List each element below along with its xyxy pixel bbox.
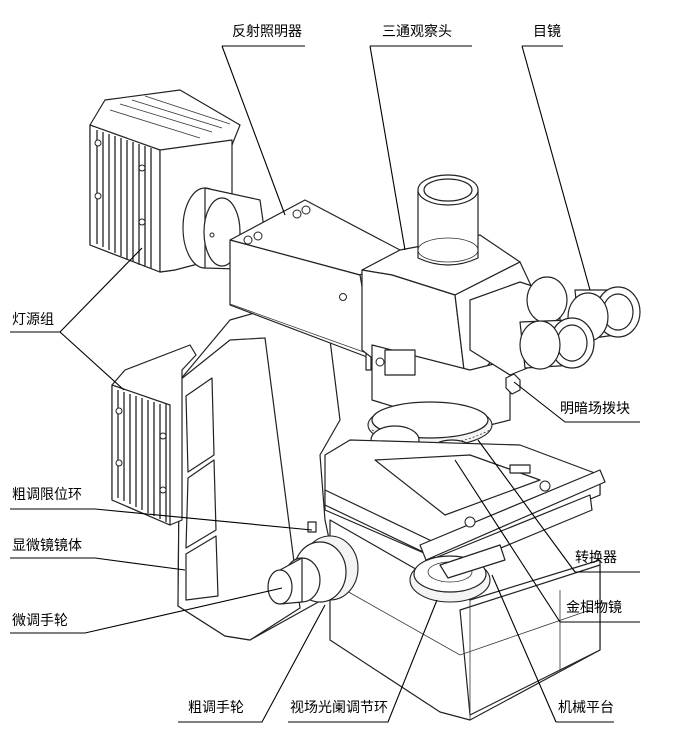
reflected-illuminator-box [229, 199, 401, 371]
label-trinocular-head: 三通观察头 [382, 24, 452, 40]
eyepieces [469, 276, 641, 376]
focus-knobs [267, 521, 359, 605]
label-metallurgical-objective: 金相物镜 [566, 600, 622, 616]
label-field-diaphragm-ring: 视场光阑调节环 [290, 700, 388, 716]
label-coarse-limit-ring: 粗调限位环 [12, 487, 82, 503]
label-light-source-group: 灯源组 [12, 312, 54, 328]
label-mechanical-stage: 机械平台 [558, 700, 614, 716]
mechanical-stage-plate [324, 439, 606, 576]
label-nosepiece: 转换器 [575, 550, 617, 566]
label-coarse-focus-knob: 粗调手轮 [188, 700, 244, 716]
field-diaphragm-ring [409, 544, 506, 603]
label-microscope-body: 显微镜镜体 [12, 538, 82, 554]
label-fine-focus-knob: 微调手轮 [12, 613, 68, 629]
leader-lines [10, 45, 640, 723]
bright-dark-field-slider [505, 373, 521, 395]
microscope-base [329, 519, 601, 721]
label-bright-dark-field-slider: 明暗场拨块 [560, 401, 630, 417]
label-eyepiece: 目镜 [533, 24, 561, 40]
label-reflected-illuminator: 反射照明器 [232, 24, 302, 40]
lower-lamp-housing [111, 344, 197, 526]
